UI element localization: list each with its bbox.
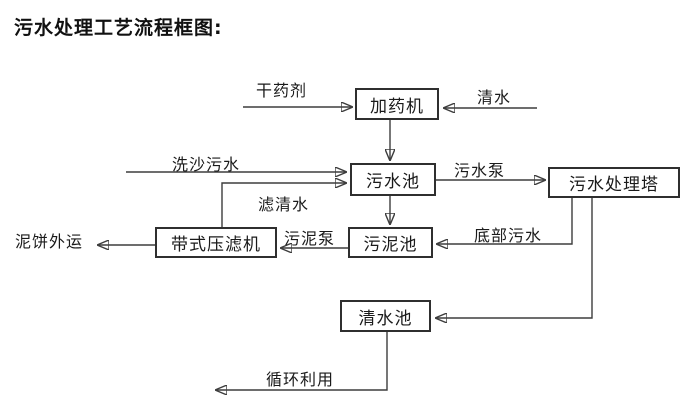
label-sand-washing-sewage: 洗沙污水 bbox=[172, 155, 241, 174]
edge-tower-to-clean-water-pool bbox=[436, 198, 593, 318]
node-dosing-machine: 加药机 bbox=[355, 88, 439, 120]
label-bottom-sewage: 底部污水 bbox=[474, 226, 543, 245]
node-clean-water-pool: 清水池 bbox=[340, 300, 431, 332]
edge-clean-water-pool-to-recycle bbox=[216, 332, 388, 390]
label-recycle-use: 循环利用 bbox=[266, 370, 335, 389]
edge-filtered-water-press-to-sewage-pool bbox=[221, 183, 346, 227]
label-sewage-pump: 污水泵 bbox=[454, 161, 506, 180]
node-belt-filter-press: 带式压滤机 bbox=[155, 227, 277, 258]
label-dry-chemical: 干药剂 bbox=[256, 81, 308, 100]
label-filtered-water: 滤清水 bbox=[258, 195, 310, 214]
label-mud-cake-outbound: 泥饼外运 bbox=[15, 232, 84, 251]
edge-bottom-sewage-tower-to-sludge-pool bbox=[437, 198, 573, 244]
node-treatment-tower: 污水处理塔 bbox=[548, 167, 680, 198]
label-clean-water: 清水 bbox=[477, 88, 512, 107]
node-sewage-pool: 污水池 bbox=[350, 163, 436, 196]
node-sludge-pool: 污泥池 bbox=[348, 227, 433, 258]
page-title: 污水处理工艺流程框图: bbox=[14, 17, 223, 39]
label-sludge-pump: 污泥泵 bbox=[284, 229, 336, 248]
